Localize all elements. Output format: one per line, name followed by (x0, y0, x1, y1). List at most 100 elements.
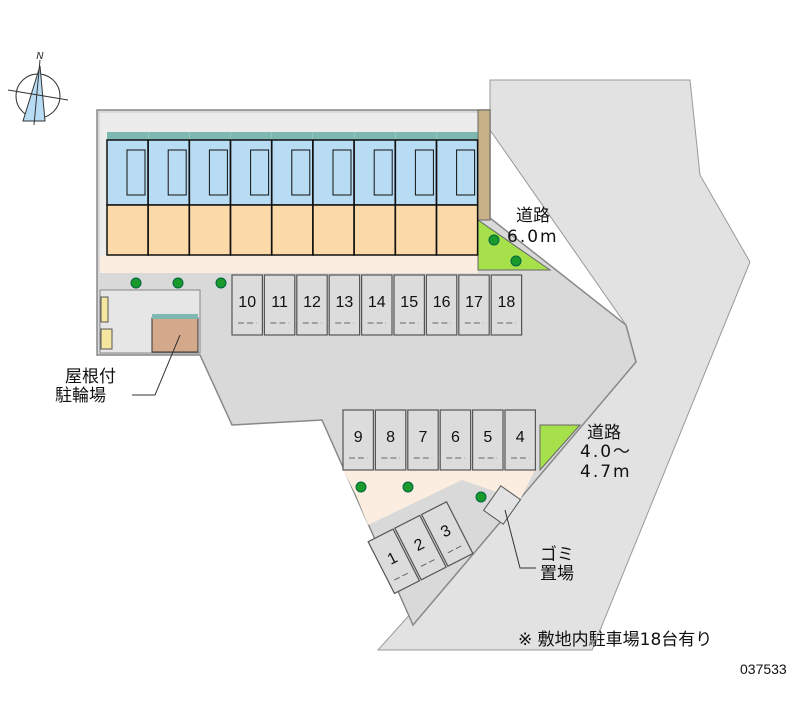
unit-lower (394, 204, 438, 256)
unit-bath (291, 149, 311, 196)
road-east-name: 道路 (587, 423, 621, 443)
tree-icon (130, 277, 142, 289)
tree-icon (475, 491, 487, 503)
wheel-stop (394, 572, 409, 581)
wall (477, 109, 491, 221)
parking-space[interactable] (342, 409, 374, 471)
tree-icon (510, 255, 522, 267)
parking-row-top: 10 11 12 13 14 15 16 17 18 (231, 274, 523, 336)
tree-icon (355, 481, 367, 493)
unit-roof (148, 132, 190, 140)
compass-icon: N (7, 51, 69, 126)
unit-bath (126, 149, 146, 196)
green-area-east (539, 424, 582, 472)
road-north-name: 道路 (516, 206, 550, 226)
bike-rack-2 (100, 328, 113, 350)
parking-space-number: 11 (271, 294, 288, 311)
parking-space[interactable] (504, 409, 536, 471)
front-paving (100, 255, 478, 273)
unit-roof (436, 132, 478, 140)
garbage-label-2: 置場 (540, 564, 574, 584)
parking-space-number: 13 (336, 294, 354, 311)
parking-space[interactable] (472, 409, 504, 471)
apartment-building (106, 132, 479, 256)
parking-space[interactable] (420, 500, 474, 567)
unit-bath (167, 149, 187, 196)
tree-icon (402, 481, 414, 493)
parking-space[interactable] (439, 409, 472, 471)
parking-space[interactable] (394, 514, 447, 581)
unit-lower (188, 204, 232, 256)
unit-roof (313, 132, 354, 140)
trees (130, 234, 522, 503)
parking-space-number: 15 (400, 294, 418, 311)
parking-space-number: 17 (465, 294, 483, 311)
parking-space[interactable] (367, 528, 421, 595)
parking-space-number: 12 (303, 294, 321, 311)
parking-space-number: 4 (516, 429, 525, 446)
parking-space[interactable] (296, 274, 328, 336)
parking-space-number: 7 (419, 429, 428, 446)
parking-row-bottom: 123 (367, 500, 474, 595)
parking-space[interactable] (490, 274, 523, 336)
parking-space-number: 5 (483, 429, 492, 446)
road-east-width-1: 4.0～ (580, 442, 633, 462)
wheel-stop (447, 545, 463, 554)
unit-bath (250, 149, 270, 196)
parking-space[interactable] (374, 409, 407, 471)
south-paving (343, 470, 535, 525)
bike-leader-line (132, 334, 181, 396)
parking-note: ※ 敷地内駐車場18台有り (518, 630, 713, 650)
unit-bath (332, 149, 352, 196)
wheel-stop (420, 558, 436, 567)
parking-row-middle: 9 8 7 6 5 4 (342, 409, 536, 471)
bike-shelter-label-1: 屋根付 (65, 367, 116, 387)
parking-space-number: 9 (354, 429, 363, 446)
unit-bath (208, 149, 228, 196)
tree-icon (215, 277, 227, 289)
tree-icon (488, 234, 500, 246)
parking-space[interactable] (361, 274, 393, 336)
parking-space[interactable] (328, 274, 361, 336)
parking-space-number: 18 (498, 294, 516, 311)
unit-roof (189, 132, 231, 140)
parking-space-number: 10 (238, 294, 256, 311)
parking-space-number: 8 (386, 429, 395, 446)
unit-roof (271, 132, 313, 140)
unit-lower (353, 204, 396, 256)
unit-lower (229, 204, 273, 256)
parking-space-number: 16 (433, 294, 451, 311)
parking-space-number: 6 (451, 429, 460, 446)
property-id: 037533 (740, 661, 787, 677)
bike-shelter-roof (152, 314, 198, 319)
parking-space[interactable] (425, 274, 458, 336)
unit-bath (414, 149, 434, 196)
north-label: N (36, 51, 44, 62)
parking-space[interactable] (231, 274, 263, 336)
parking-space[interactable] (263, 274, 296, 336)
road-east-width-2: 4.7m (580, 462, 632, 482)
garbage-station (482, 485, 522, 525)
bike-shelter-label-2: 駐輪場 (55, 386, 106, 406)
unit-roof (395, 132, 437, 140)
unit-lower (312, 204, 355, 256)
parking-space[interactable] (407, 409, 439, 471)
parking-space[interactable] (458, 274, 490, 336)
garbage-label-1: ゴミ (540, 545, 574, 565)
unit-roof (107, 132, 148, 140)
unit-lower (106, 204, 149, 256)
unit-bath (456, 149, 476, 196)
road-north-width: 6.0m (507, 227, 559, 247)
tree-icon (172, 277, 184, 289)
parking-space-number: 14 (368, 294, 386, 311)
bike-rack (100, 296, 109, 323)
unit-lower (147, 204, 190, 256)
unit-roof (230, 132, 272, 140)
parking-space[interactable] (393, 274, 425, 336)
unit-roof (354, 132, 396, 140)
unit-lower (271, 204, 314, 256)
unit-bath (373, 149, 393, 196)
garbage-leader-line (504, 509, 536, 569)
